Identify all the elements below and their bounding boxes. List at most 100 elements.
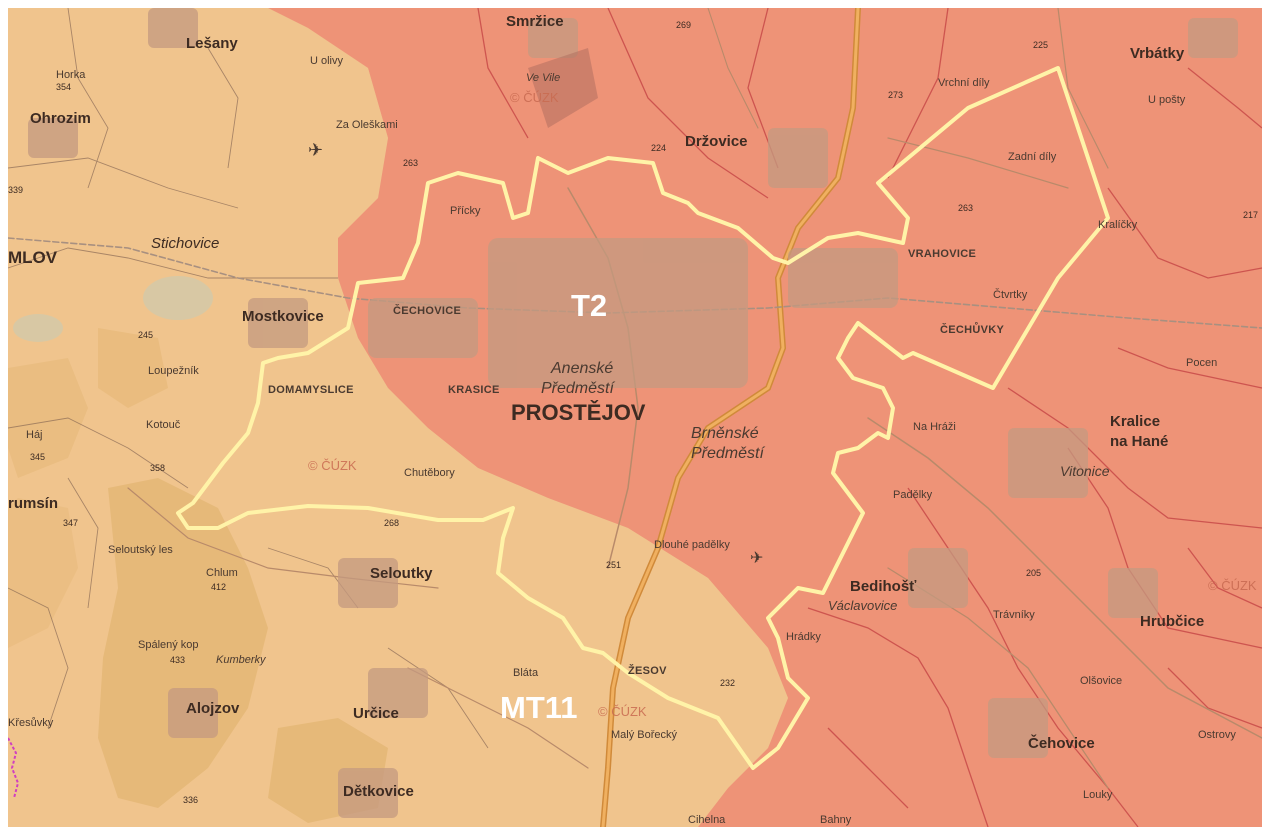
elev-336: 336 [183, 795, 198, 805]
elev-263a: 263 [403, 158, 418, 168]
place-mlov: MLOV [8, 248, 58, 267]
place-brnenske-1: Brněnské [691, 425, 759, 442]
place-hrubcice: Hrubčice [1140, 613, 1204, 630]
place-zesov: ŽESOV [628, 664, 667, 677]
place-louky: Louky [1083, 789, 1113, 801]
district-edge-marker [8, 737, 20, 799]
elev-263b: 263 [958, 203, 973, 213]
place-cehovice: Čehovice [1028, 734, 1095, 752]
elev-251: 251 [606, 560, 621, 570]
elev-245: 245 [138, 330, 153, 340]
place-u-posty: U pošty [1148, 94, 1186, 106]
place-vrchni-dily: Vrchní díly [938, 77, 990, 89]
place-cechuvky: ČECHŮVKY [940, 322, 1004, 336]
elev-225: 225 [1033, 40, 1048, 50]
watermark-cuzk-2: © ČÚZK [308, 458, 357, 473]
zoning-map[interactable]: T2 MT11 Smržice Lešany Ohrozim Vrbátky D… [8, 8, 1262, 827]
place-cihelna: Cihelna [688, 814, 726, 826]
place-bahny: Bahny [820, 814, 852, 826]
city-boundary[interactable] [176, 66, 1110, 770]
elev-354: 354 [56, 82, 71, 92]
elev-339: 339 [8, 185, 23, 195]
place-hradky: Hrádky [786, 631, 821, 643]
watermark-cuzk-1: © ČÚZK [510, 90, 559, 105]
place-drzovice: Držovice [685, 133, 748, 150]
place-blata: Bláta [513, 667, 539, 679]
watermark-cuzk-4: © ČÚZK [1208, 578, 1257, 593]
place-pricky: Přícky [450, 205, 481, 217]
place-olsovice: Olšovice [1080, 675, 1122, 687]
place-travniky: Trávníky [993, 609, 1035, 621]
elev-345: 345 [30, 452, 45, 462]
built-up-areas [28, 8, 1238, 818]
elev-268: 268 [384, 518, 399, 528]
place-bedihost: Bedihošť [850, 578, 917, 595]
place-vrahovice: VRAHOVICE [908, 248, 976, 260]
place-kralice-1: Kralice [1110, 413, 1160, 430]
place-kresovky: Křesůvky [8, 717, 54, 729]
place-zadni-dily: Zadní díly [1008, 151, 1057, 163]
elev-347: 347 [63, 518, 78, 528]
place-lesany: Lešany [186, 35, 238, 52]
elev-269: 269 [676, 20, 691, 30]
place-pocen: Pocen [1186, 357, 1217, 369]
field-patch [528, 48, 598, 128]
place-kotouc: Kotouč [146, 419, 181, 431]
place-loupeznik: Loupežník [148, 365, 199, 377]
elev-217: 217 [1243, 210, 1258, 220]
place-vaclavovice: Václavovice [828, 598, 897, 613]
elev-273: 273 [888, 90, 903, 100]
elev-232: 232 [720, 678, 735, 688]
elev-205: 205 [1026, 568, 1041, 578]
place-vitonice: Vitonice [1060, 463, 1110, 479]
place-brnenske-2: Předměstí [691, 445, 765, 462]
place-haj: Háj [26, 429, 43, 441]
place-seloutky: Seloutky [370, 565, 433, 582]
place-kralicky: Kralíčky [1098, 219, 1138, 231]
place-ohrozim: Ohrozim [30, 110, 91, 127]
place-prostejov: PROSTĚJOV [511, 400, 646, 425]
place-seloutsky-les: Seloutský les [108, 544, 173, 556]
place-spaleny-kop: Spálený kop [138, 639, 199, 651]
zone-label-t2: T2 [571, 288, 607, 323]
airport-icon: ✈ [308, 140, 323, 161]
place-annenske-2: Předměstí [541, 380, 615, 397]
place-na-hrazi: Na Hráži [913, 421, 956, 433]
place-za-oleskami: Za Oleškami [336, 119, 398, 131]
zone-mt11-area[interactable] [8, 8, 788, 827]
elevation-labels: 354 339 263 269 225 273 224 263 217 345 … [8, 20, 1258, 805]
place-ve-vile: Ve Vile [526, 72, 560, 84]
elev-224: 224 [651, 143, 666, 153]
zone-t2-area[interactable] [268, 8, 1262, 827]
place-mostkovice: Mostkovice [242, 308, 324, 325]
place-domamyslice: DOMAMYSLICE [268, 384, 354, 396]
place-ostrovy: Ostrovy [1198, 729, 1236, 741]
place-krasice: KRASICE [448, 384, 500, 396]
airport-icon: ✈ [750, 548, 763, 567]
watermarks: © ČÚZK © ČÚZK © ČÚZK © ČÚZK [308, 90, 1257, 719]
place-u-olivy: U olivy [310, 55, 344, 67]
watermark-cuzk-3: © ČÚZK [598, 704, 647, 719]
elev-433: 433 [170, 655, 185, 665]
place-kralice-2: na Hané [1110, 433, 1168, 450]
place-chutebory: Chutěbory [404, 467, 455, 479]
map-viewport[interactable]: T2 MT11 Smržice Lešany Ohrozim Vrbátky D… [8, 8, 1262, 827]
place-ctvrtky: Čtvrtky [993, 288, 1028, 301]
place-stichovice: Stichovice [151, 235, 219, 252]
place-chlum: Chlum [206, 567, 238, 579]
place-alojzov: Alojzov [186, 700, 240, 717]
elev-412: 412 [211, 582, 226, 592]
place-dlouhe-padelky: Dlouhé padělky [654, 539, 730, 551]
zone-label-mt11: MT11 [500, 690, 578, 725]
place-detkovice: Dětkovice [343, 783, 414, 800]
place-annenske-1: Anenské [550, 360, 613, 377]
elev-358: 358 [150, 463, 165, 473]
place-maly-borecky-1: Malý Bořecký [611, 729, 678, 741]
place-cechovice: ČECHOVICE [393, 304, 461, 317]
locality-names: Přícky U olivy Za Oleškami Ve Vile Vrchn… [8, 55, 1236, 826]
place-smrzice: Smržice [506, 13, 564, 30]
place-rumsin: rumsín [8, 495, 58, 512]
place-vrbatky: Vrbátky [1130, 45, 1185, 62]
place-kumberky: Kumberky [216, 654, 267, 666]
place-horka: Horka [56, 69, 86, 81]
